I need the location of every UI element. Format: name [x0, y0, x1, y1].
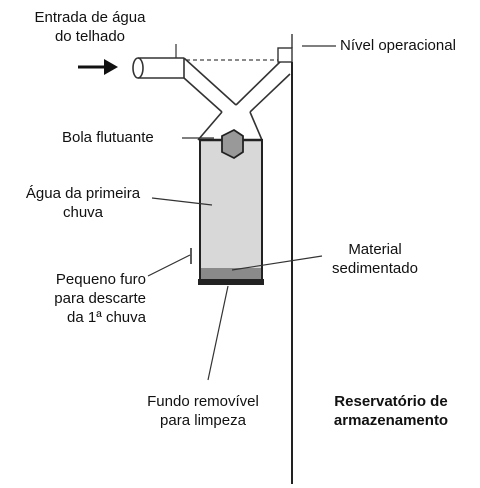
label-reservoir-line-2: armazenamento: [333, 412, 449, 429]
float-ball: [221, 128, 244, 160]
label-removable-bottom-line-1: Fundo removível: [147, 393, 259, 410]
label-removable-bottom-line-2: para limpeza: [160, 412, 246, 429]
label-inlet-line-2: do telhado: [54, 28, 126, 45]
label-small-hole-line-3: da 1ª chuva: [67, 309, 146, 326]
label-sediment-line-2: sedimentado: [332, 260, 418, 277]
label-operational-level: Nível operacional: [340, 36, 456, 55]
inlet-arrow-icon: [78, 59, 118, 75]
label-small-hole-line-1: Pequeno furo: [55, 271, 146, 288]
label-small-hole: Pequeno furo para descarte da 1ª chuva: [40, 270, 146, 327]
label-reservoir: Reservatório de armazenamento: [312, 392, 470, 430]
label-inlet: Entrada de água do telhado: [15, 8, 165, 46]
label-reservoir-line-1: Reservatório de: [334, 393, 448, 410]
label-sediment: Material sedimentado: [320, 240, 430, 278]
label-operational-level-text: Nível operacional: [340, 37, 456, 54]
label-first-rain-water: Água da primeira chuva: [8, 184, 158, 222]
removable-bottom-plate: [198, 279, 264, 285]
label-float-ball-text: Bola flutuante: [62, 129, 154, 146]
overflow-connector: [277, 34, 293, 63]
leader-lines: [147, 44, 336, 381]
label-float-ball: Bola flutuante: [62, 128, 154, 147]
funnel-tee: [183, 57, 291, 141]
inlet-pipe: [132, 57, 185, 79]
label-first-rain-line-2: chuva: [62, 204, 104, 221]
label-inlet-line-1: Entrada de água: [34, 9, 146, 26]
label-removable-bottom: Fundo removível para limpeza: [128, 392, 278, 430]
sediment-layer: [201, 268, 261, 282]
label-small-hole-line-2: para descarte: [54, 290, 146, 307]
label-sediment-line-1: Material: [348, 241, 402, 258]
diverter-chamber: [198, 138, 264, 285]
label-first-rain-line-1: Água da primeira: [25, 185, 141, 202]
